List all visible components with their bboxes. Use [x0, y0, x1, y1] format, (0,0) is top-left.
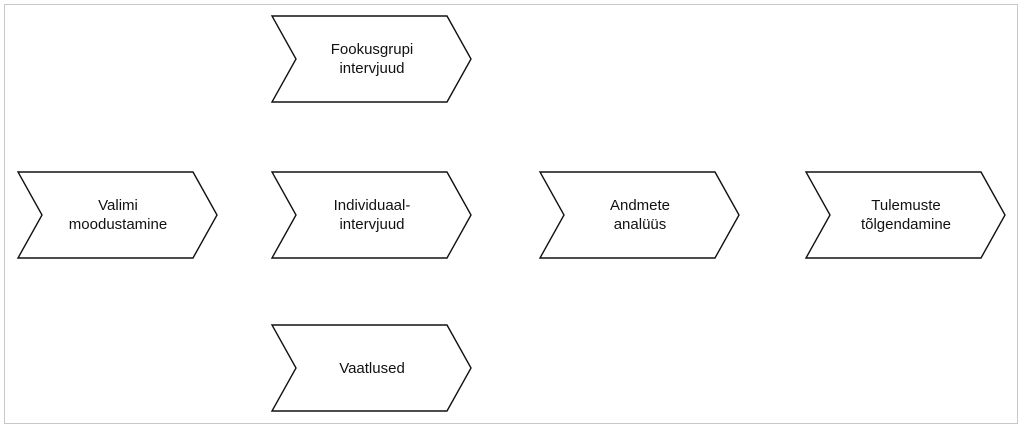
step-focus-group-interviews: Fookusgrupi intervjuud	[270, 15, 472, 103]
step-label: Andmete analüüs	[609, 197, 671, 233]
step-label: Individuaal- intervjuud	[333, 197, 411, 233]
step-sampling: Valimi moodustamine	[16, 171, 218, 259]
step-label: Vaatlused	[339, 359, 405, 377]
chevron-shape	[270, 171, 472, 259]
step-interpretation: Tulemuste tõlgendamine	[804, 171, 1006, 259]
step-label: Tulemuste tõlgendamine	[860, 197, 952, 233]
chevron-shape	[270, 15, 472, 103]
step-label: Fookusgrupi intervjuud	[330, 41, 414, 77]
step-observations: Vaatlused	[270, 324, 472, 412]
step-individual-interviews: Individuaal- intervjuud	[270, 171, 472, 259]
chevron-shape	[16, 171, 218, 259]
chevron-shape	[270, 324, 472, 412]
step-data-analysis: Andmete analüüs	[538, 171, 740, 259]
step-label: Valimi moodustamine	[68, 197, 168, 233]
chevron-shape	[804, 171, 1006, 259]
chevron-shape	[538, 171, 740, 259]
